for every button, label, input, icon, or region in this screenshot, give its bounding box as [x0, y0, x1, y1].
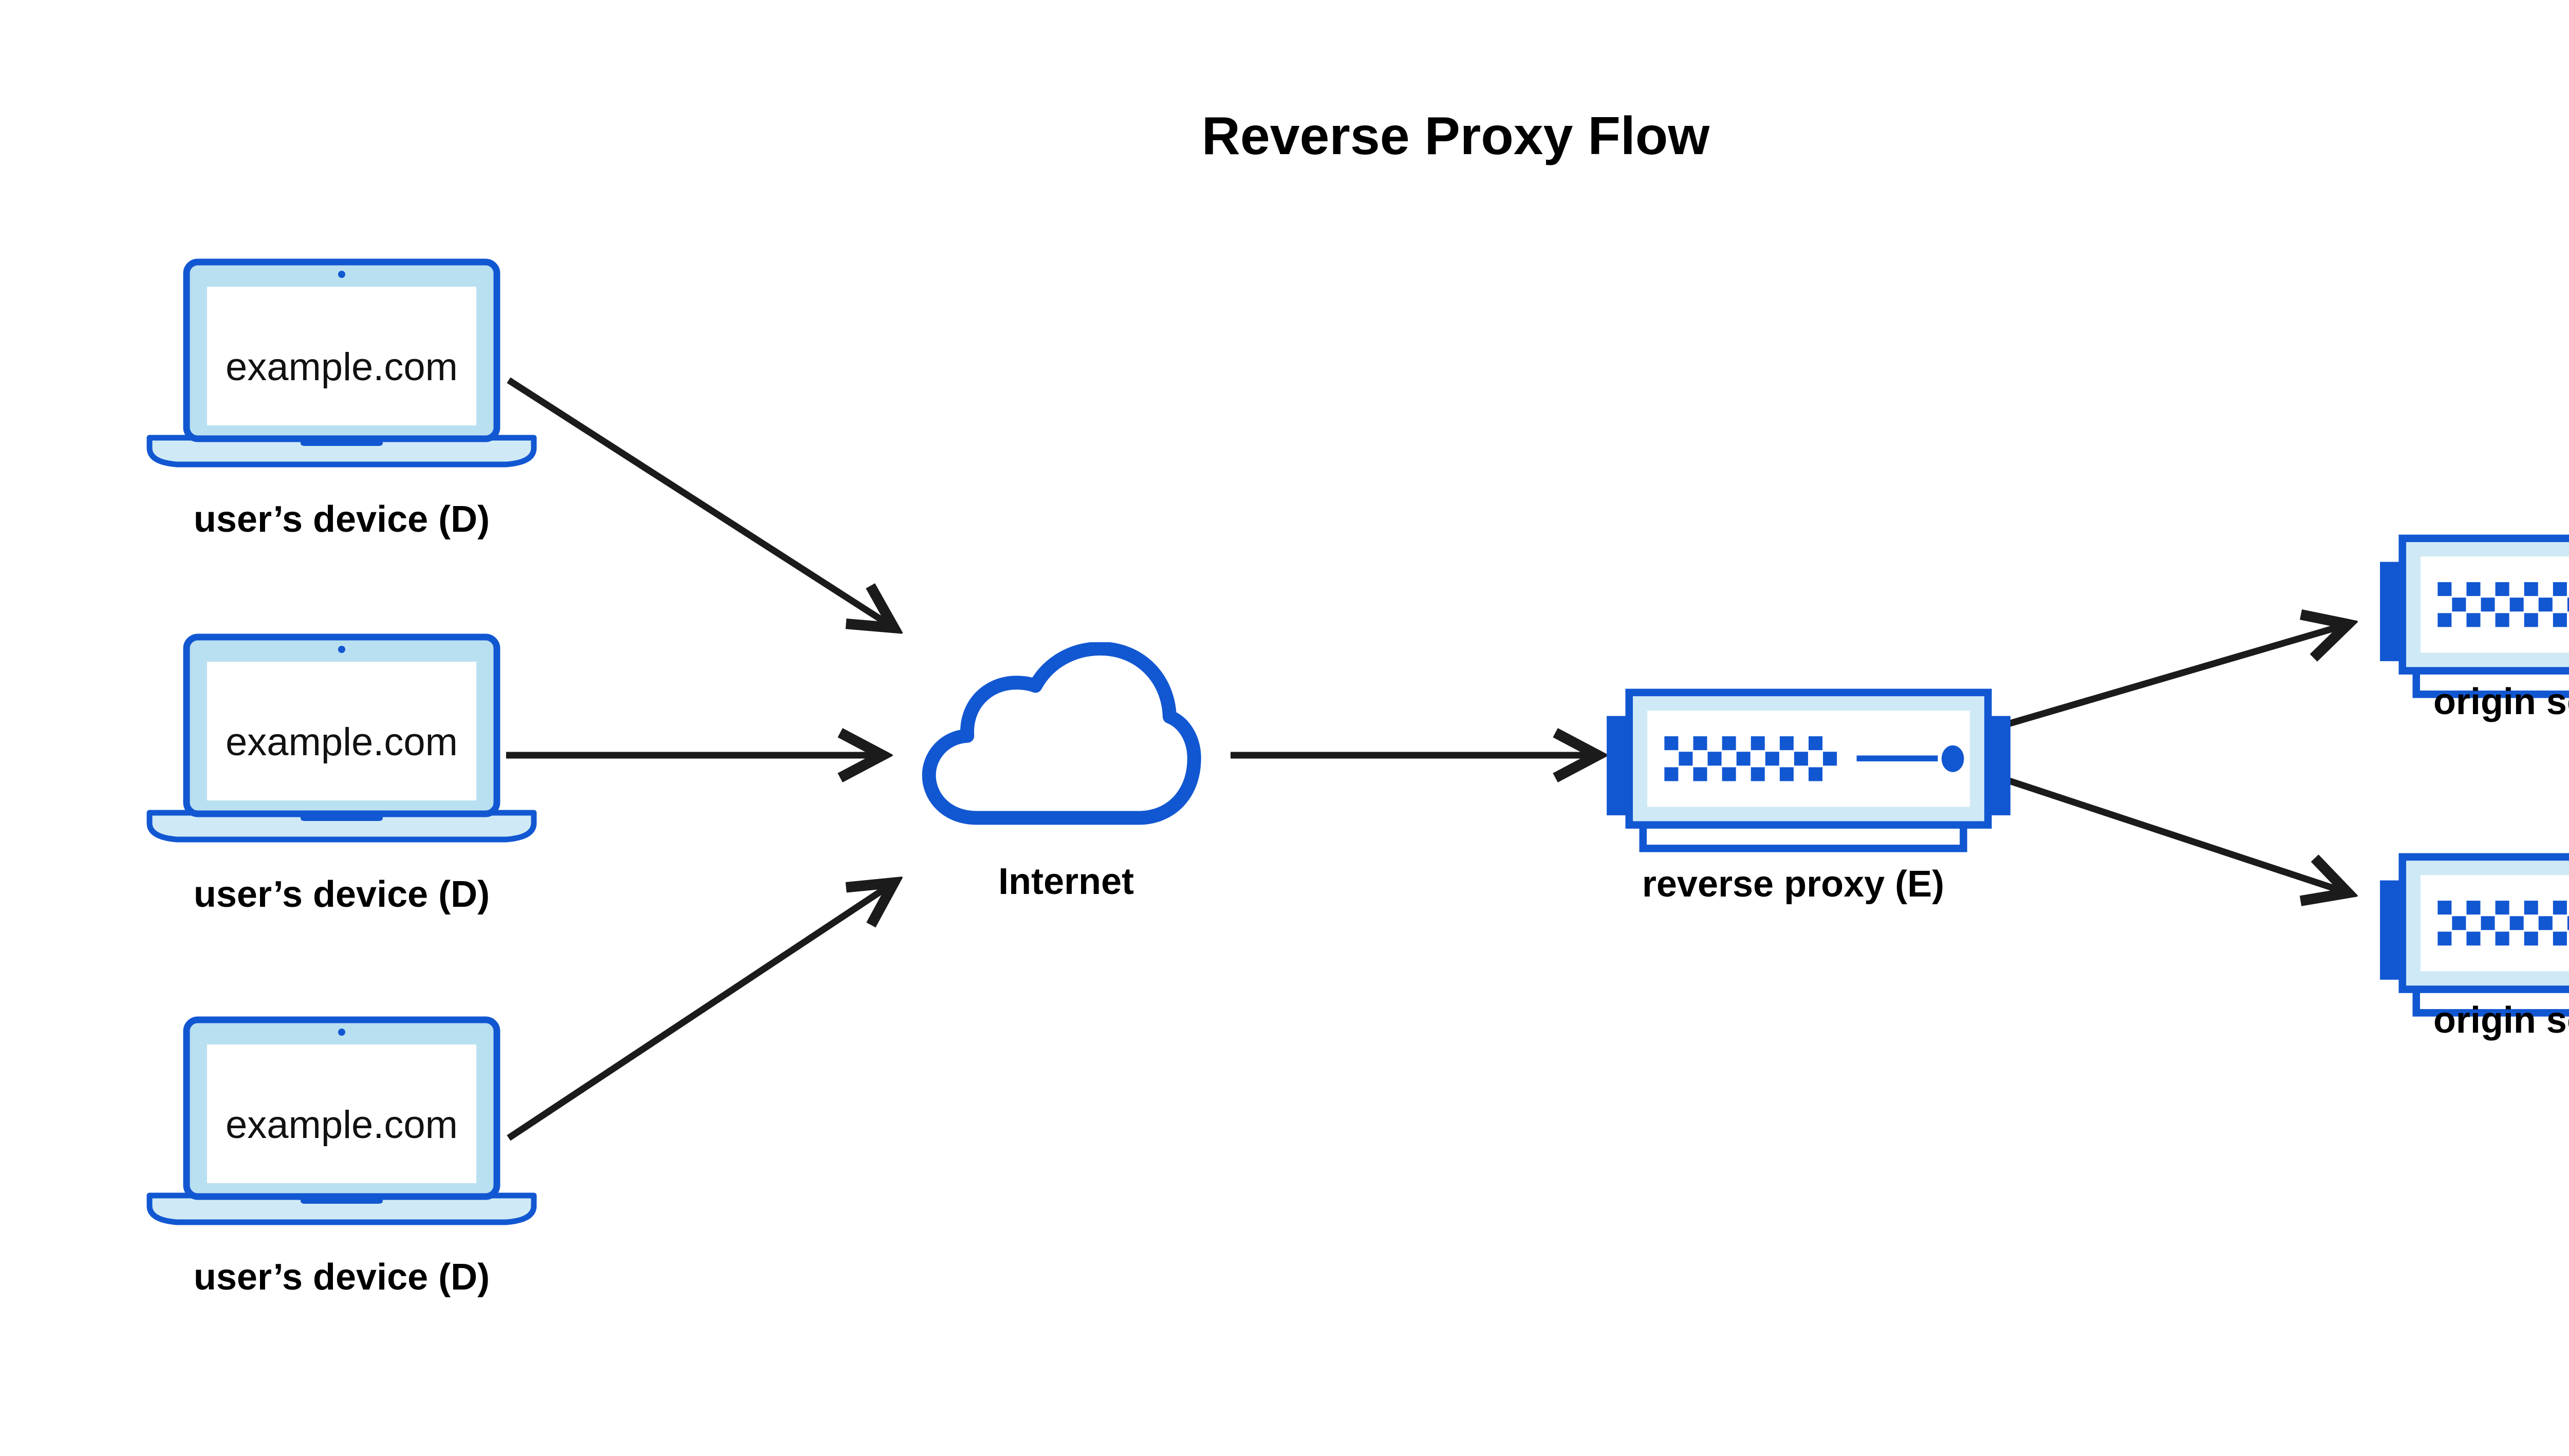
node-origin-server-2[interactable]: origin server (F) — [2380, 857, 2569, 1041]
edge-layer — [506, 377, 2348, 1141]
node-internet[interactable]: Internet — [929, 648, 1194, 902]
page-title: Reverse Proxy Flow — [1202, 106, 1710, 166]
node-label-origin-server-2: origin server (F) — [2433, 1000, 2569, 1041]
node-user-device-1[interactable]: example.com user’s device (D) — [150, 262, 534, 540]
server-icon — [2380, 538, 2569, 695]
laptop-screen-text: example.com — [226, 1103, 458, 1147]
node-label-user-device-1: user’s device (D) — [194, 499, 490, 540]
node-label-origin-server-1: origin server (F) — [2433, 681, 2569, 722]
node-user-device-3[interactable]: example.com user’s device (D) — [150, 1020, 534, 1298]
node-label-user-device-2: user’s device (D) — [194, 874, 490, 915]
node-label-reverse-proxy: reverse proxy (E) — [1642, 864, 1944, 905]
node-label-user-device-3: user’s device (D) — [194, 1257, 490, 1298]
node-user-device-2[interactable]: example.com user’s device (D) — [150, 637, 534, 915]
edge-proxy-to-origin1 — [2005, 624, 2348, 728]
edge-device1-to-internet — [507, 377, 894, 628]
node-reverse-proxy[interactable]: reverse proxy (E) — [1607, 693, 2010, 905]
laptop-screen-text: example.com — [226, 720, 458, 764]
node-label-internet: Internet — [998, 861, 1134, 902]
server-icon — [1607, 693, 2010, 849]
cloud-icon — [929, 648, 1194, 817]
edge-device3-to-internet — [507, 883, 894, 1141]
server-icon — [2380, 857, 2569, 1013]
node-origin-server-1[interactable]: origin server (F) — [2380, 538, 2569, 722]
edge-proxy-to-origin2 — [2005, 776, 2348, 893]
laptop-screen-text: example.com — [226, 345, 458, 389]
